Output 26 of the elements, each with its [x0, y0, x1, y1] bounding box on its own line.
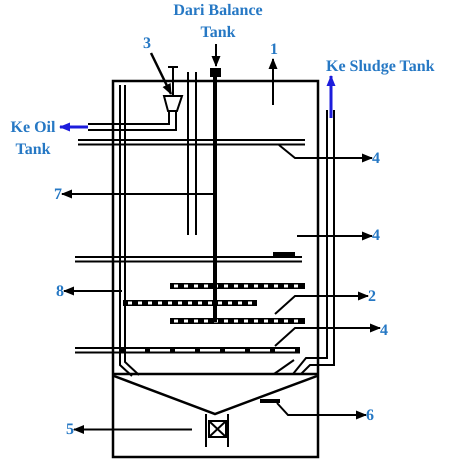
flow-arrow [326, 75, 336, 118]
flow-arrow [59, 122, 88, 132]
leader-arrow [274, 292, 369, 315]
callout-number: 4 [380, 321, 388, 340]
flow-label: Dari Balance Tank [166, 0, 270, 44]
leader-arrow [150, 52, 172, 95]
flow-arrow [212, 44, 220, 67]
flow-arrow [268, 58, 278, 105]
callout-number: 2 [368, 287, 376, 306]
leader-arrow [276, 402, 367, 420]
leader-arrow [73, 425, 192, 434]
flow-label: Ke Oil Tank [6, 117, 60, 161]
leader-arrow [274, 324, 381, 347]
callout-number: 4 [372, 226, 380, 245]
callout-number: 4 [372, 149, 380, 168]
callout-number: 6 [366, 406, 374, 425]
leader-arrow [61, 190, 215, 198]
callout-number: 5 [66, 420, 74, 439]
callout-number: 7 [54, 185, 62, 204]
leader-arrow [278, 144, 373, 162]
callout-number: 1 [270, 40, 278, 59]
callout-number: 3 [143, 34, 151, 53]
flow-label: Ke Sludge Tank [326, 57, 434, 76]
leader-arrow [63, 286, 122, 296]
leader-arrow [297, 232, 373, 240]
callout-number: 8 [56, 282, 64, 301]
